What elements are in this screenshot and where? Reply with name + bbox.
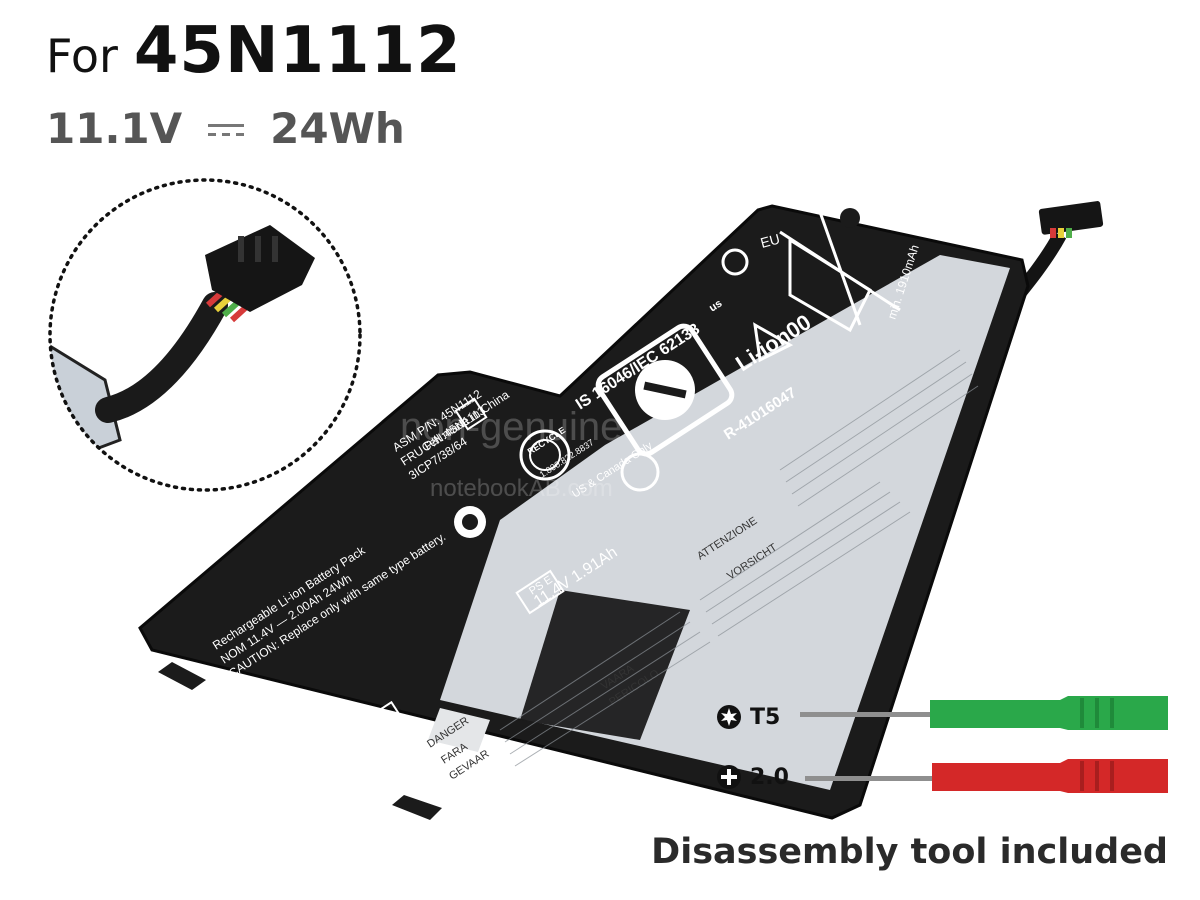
battery-pack: ASM P/N: 45N1112 FRU P/N:45N1113 3ICP7/3… — [138, 204, 1030, 820]
phillips-handle — [932, 759, 1168, 793]
phillips-screwdriver — [805, 759, 1168, 793]
connector-zoom-inset — [48, 178, 362, 492]
energy-spec: 24Wh — [270, 104, 405, 153]
tool-name: 2.0 — [750, 764, 789, 790]
title-model: 45N1112 — [133, 14, 462, 88]
tool-label-t5: T5 — [716, 704, 780, 730]
phillips-icon — [717, 765, 741, 789]
voltage-spec: 11.1V — [46, 104, 183, 153]
tool-name: T5 — [750, 704, 781, 730]
recycle-seal — [519, 429, 571, 481]
recycle-logo-badge — [595, 323, 735, 457]
cable-connector — [1038, 201, 1104, 238]
ul-us-text: us — [707, 297, 724, 314]
product-title: For 45N1112 — [46, 14, 462, 88]
spec-line: 11.1V 24Wh — [46, 104, 405, 153]
watermark-primary: non-genuine — [400, 405, 622, 449]
torx-icon — [717, 705, 741, 729]
eu-text: EU — [759, 230, 782, 250]
tool-label-phillips: 2.0 — [716, 764, 789, 790]
watermark-secondary: notebookAB.com — [430, 475, 613, 502]
t5-screwdriver — [800, 696, 1168, 730]
zoom-dotted-circle — [48, 178, 362, 492]
caption-text: Disassembly tool included — [651, 832, 1168, 872]
dc-symbol-icon — [208, 123, 245, 136]
t5-handle — [930, 696, 1168, 730]
weee-bin-icon — [779, 211, 901, 333]
title-prefix: For — [46, 29, 118, 83]
recycle-triangle-icon — [753, 322, 794, 363]
